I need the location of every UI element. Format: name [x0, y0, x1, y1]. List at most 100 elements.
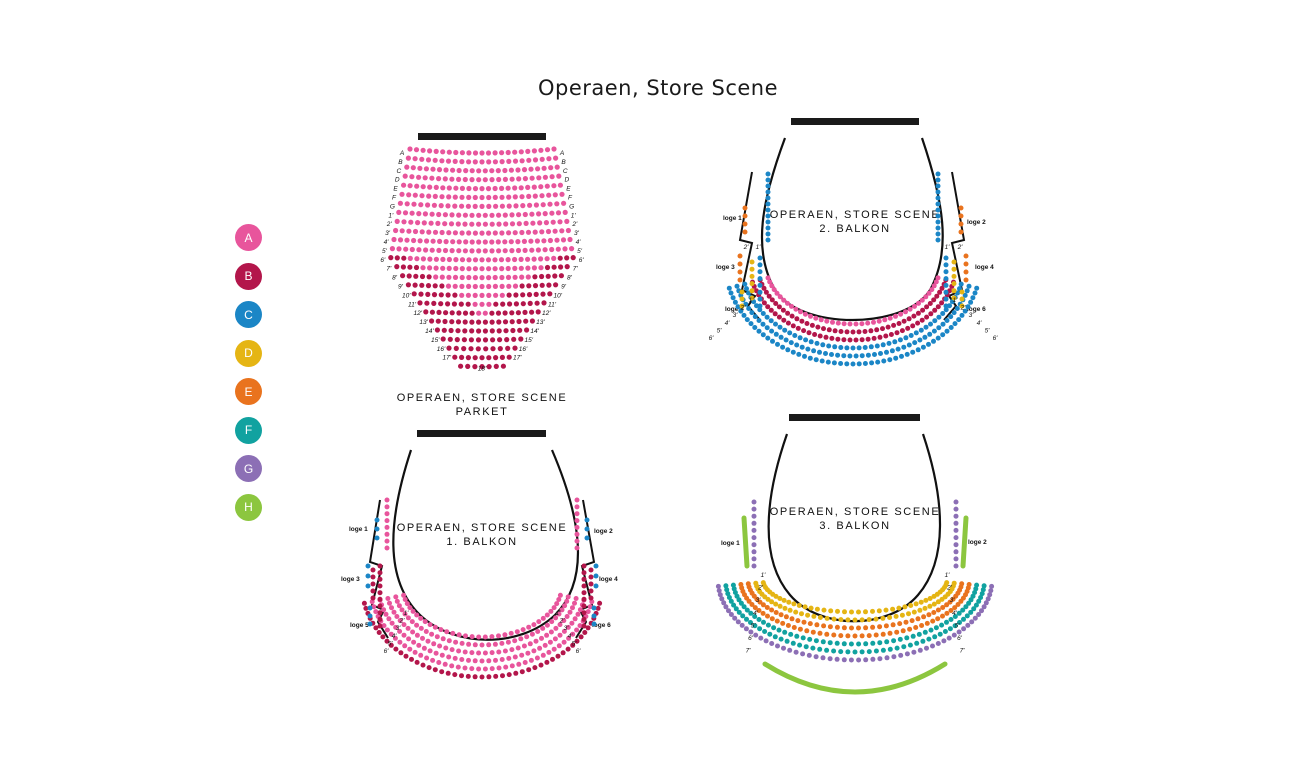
seat[interactable]: [440, 265, 446, 271]
seat[interactable]: [595, 605, 601, 611]
seat[interactable]: [446, 274, 452, 280]
seat[interactable]: [531, 256, 537, 262]
seat[interactable]: [832, 328, 838, 334]
seat[interactable]: [523, 318, 529, 324]
seat[interactable]: [439, 652, 445, 658]
seat[interactable]: [963, 261, 969, 267]
seat[interactable]: [546, 192, 552, 198]
seat[interactable]: [518, 636, 524, 642]
seat[interactable]: [570, 631, 576, 637]
seat[interactable]: [778, 334, 784, 340]
seat[interactable]: [802, 353, 807, 359]
seat[interactable]: [808, 605, 814, 611]
seat[interactable]: [433, 650, 439, 656]
seat[interactable]: [479, 658, 485, 664]
seat[interactable]: [887, 615, 893, 620]
seat[interactable]: [577, 607, 583, 613]
seat[interactable]: [821, 623, 827, 629]
seat[interactable]: [584, 535, 590, 541]
seat[interactable]: [424, 238, 430, 244]
seat[interactable]: [456, 212, 462, 218]
seat[interactable]: [518, 149, 524, 155]
seat[interactable]: [459, 292, 465, 298]
seat[interactable]: [419, 156, 425, 162]
seat[interactable]: [525, 229, 532, 235]
seat[interactable]: [500, 301, 506, 307]
seat[interactable]: [486, 364, 492, 370]
seat[interactable]: [466, 274, 472, 281]
seat[interactable]: [935, 189, 941, 195]
seat[interactable]: [384, 545, 390, 551]
seat[interactable]: [436, 176, 442, 182]
seat[interactable]: [479, 292, 485, 298]
seat[interactable]: [526, 283, 532, 289]
seat[interactable]: [841, 337, 847, 343]
seat[interactable]: [417, 238, 423, 244]
seat[interactable]: [419, 193, 425, 199]
seat[interactable]: [988, 588, 994, 594]
seat[interactable]: [778, 612, 784, 618]
seat[interactable]: [496, 221, 502, 227]
seat[interactable]: [588, 595, 594, 601]
seat[interactable]: [423, 629, 429, 634]
seat[interactable]: [896, 321, 902, 326]
seat[interactable]: [719, 596, 725, 602]
seat[interactable]: [436, 167, 443, 173]
seat[interactable]: [765, 225, 771, 231]
seat[interactable]: [463, 168, 469, 174]
seat[interactable]: [957, 620, 962, 625]
seat[interactable]: [968, 299, 974, 305]
seat[interactable]: [466, 257, 472, 263]
seat[interactable]: [411, 291, 417, 297]
seat[interactable]: [783, 337, 789, 343]
seat[interactable]: [751, 549, 757, 555]
seat[interactable]: [397, 237, 404, 243]
seat[interactable]: [893, 355, 899, 361]
seat[interactable]: [456, 167, 462, 174]
seat[interactable]: [556, 643, 562, 649]
seat[interactable]: [430, 657, 436, 663]
seat[interactable]: [559, 228, 565, 234]
seat[interactable]: [983, 600, 989, 606]
seat[interactable]: [891, 654, 897, 660]
seat[interactable]: [908, 603, 914, 608]
seat[interactable]: [456, 239, 462, 245]
seat[interactable]: [472, 658, 478, 664]
seat[interactable]: [574, 518, 580, 524]
seat[interactable]: [532, 193, 538, 199]
seat[interactable]: [449, 310, 455, 316]
seat[interactable]: [765, 201, 771, 207]
seat[interactable]: [493, 355, 499, 361]
seat[interactable]: [476, 666, 482, 672]
seat[interactable]: [370, 574, 376, 580]
seat[interactable]: [946, 635, 952, 641]
seat[interactable]: [538, 184, 544, 190]
seat[interactable]: [435, 318, 441, 324]
seat[interactable]: [827, 624, 833, 630]
seat[interactable]: [539, 273, 545, 280]
seat[interactable]: [943, 296, 949, 302]
seat[interactable]: [482, 248, 488, 254]
seat[interactable]: [821, 607, 827, 613]
seat[interactable]: [456, 632, 462, 638]
seat[interactable]: [818, 317, 824, 323]
seat[interactable]: [936, 314, 942, 320]
seat[interactable]: [773, 321, 778, 327]
seat[interactable]: [951, 273, 957, 279]
seat[interactable]: [852, 633, 858, 639]
seat[interactable]: [749, 259, 755, 265]
seat[interactable]: [442, 318, 448, 325]
seat[interactable]: [763, 638, 769, 644]
seat[interactable]: [384, 538, 390, 544]
seat[interactable]: [388, 631, 394, 637]
seat[interactable]: [944, 610, 950, 616]
seat[interactable]: [744, 286, 749, 292]
seat[interactable]: [518, 336, 524, 342]
seat[interactable]: [476, 239, 482, 245]
seat[interactable]: [450, 630, 456, 636]
seat[interactable]: [503, 664, 509, 670]
seat[interactable]: [534, 238, 541, 244]
seat[interactable]: [811, 613, 817, 619]
seat[interactable]: [416, 247, 422, 253]
seat[interactable]: [844, 329, 850, 335]
